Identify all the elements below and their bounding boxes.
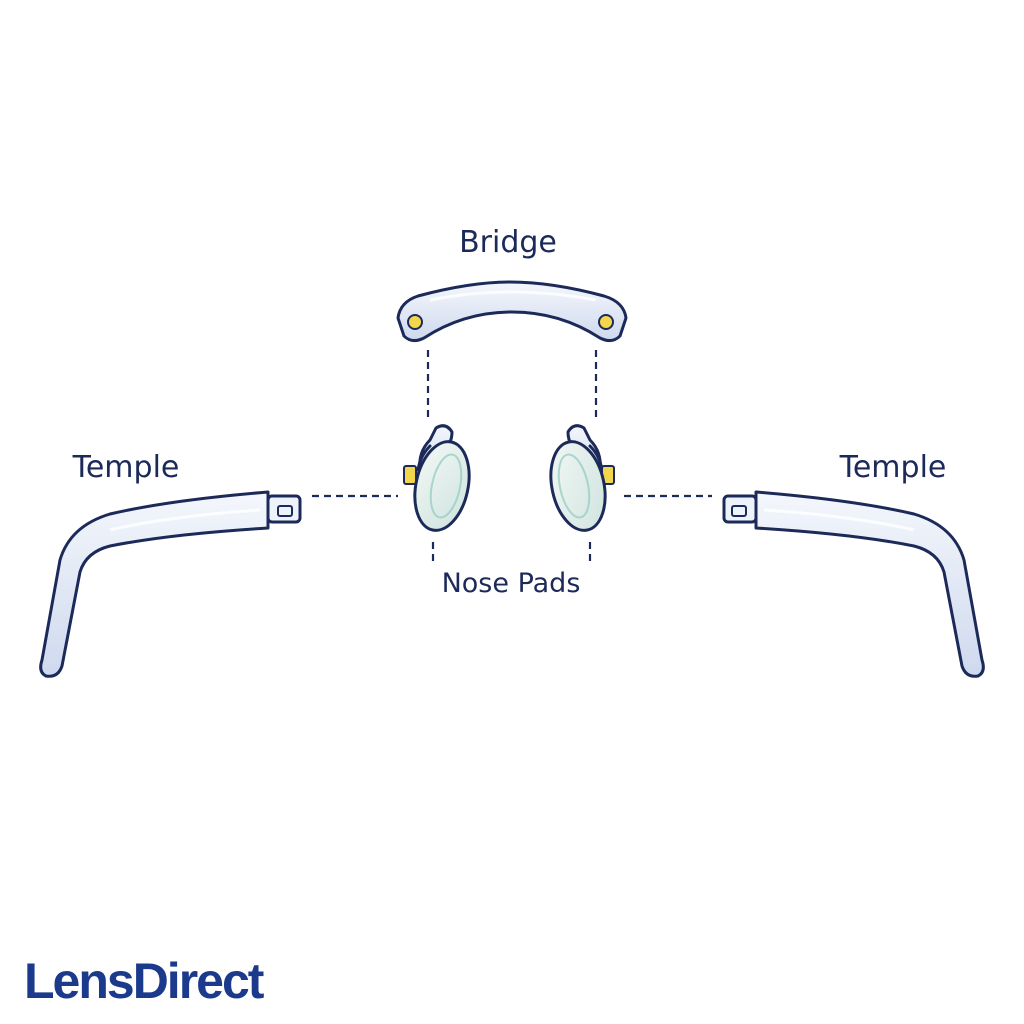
label-temple-left: Temple: [72, 450, 180, 485]
label-bridge: Bridge: [459, 225, 557, 260]
leader-lines: [312, 350, 712, 562]
bridge-screw-left: [407, 314, 423, 330]
label-temple-right: Temple: [839, 450, 947, 485]
bridge-part: [396, 280, 628, 343]
temple-arm-right: [722, 490, 985, 678]
nose-pad-left: [403, 424, 471, 532]
lensdirect-logo: LensDirect: [24, 953, 265, 1009]
bridge-screw-right: [598, 314, 614, 330]
label-nose-pads: Nose Pads: [442, 568, 581, 599]
nose-pad-right: [549, 424, 615, 532]
temple-arm-left: [39, 490, 302, 678]
